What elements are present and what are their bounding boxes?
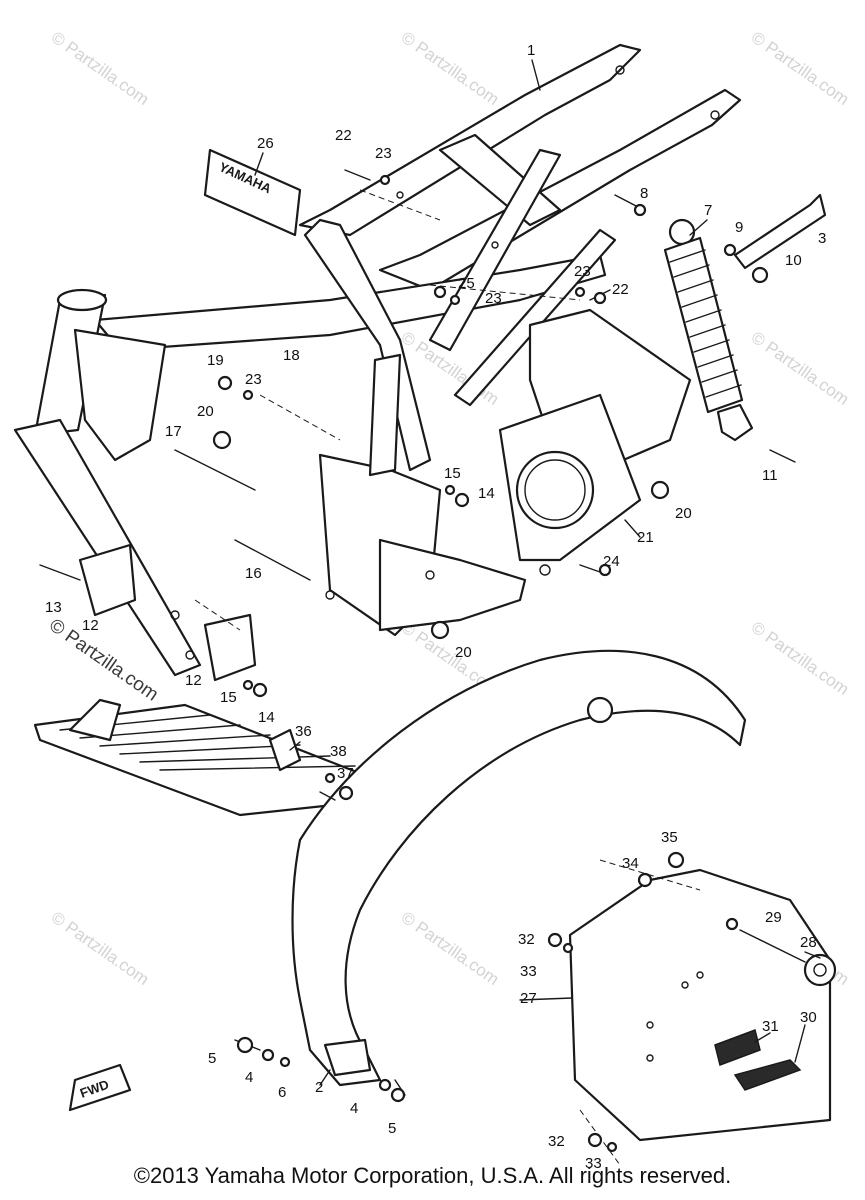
callout-14: 14 [258,709,275,726]
watermark: © Partzilla.com [748,328,853,409]
callout-32: 32 [518,931,535,948]
callout-23: 23 [574,263,591,280]
callout-29: 29 [765,909,782,926]
bracket-part-3 [733,193,827,270]
callout-11: 11 [762,467,778,484]
callout-2: 2 [315,1079,323,1096]
air-box-part-21 [498,308,692,576]
callout-18: 18 [283,347,300,364]
tank-emblem-part-26: YAMAHA [203,148,302,237]
callout-37: 37 [337,765,354,782]
callout-27: 27 [520,990,537,1007]
callout-7: 7 [704,202,712,219]
frame-part-1 [13,43,742,677]
watermark: © Partzilla.com [748,618,853,699]
footboard [33,698,392,817]
callout-21: 21 [637,529,654,546]
side-cover-part-27 [568,868,832,1142]
watermark: © Partzilla.com [398,28,503,109]
callout-20: 20 [197,403,214,420]
callout-3: 3 [818,230,826,247]
callout-25: 25 [458,275,475,292]
callout-20: 20 [675,505,692,522]
callout-6: 6 [278,1084,286,1101]
callout-8: 8 [640,185,648,202]
rear-fender-part-2 [291,649,747,1087]
callout-23: 23 [375,145,392,162]
callout-12: 12 [82,617,99,634]
callout-5: 5 [208,1050,216,1067]
callout-28: 28 [800,934,817,951]
callout-5: 5 [388,1120,396,1137]
callouts: 1 2 3 4 4 5 5 6 7 8 9 10 11 12 12 13 14 … [45,42,826,1172]
callout-36: 36 [295,723,312,740]
fwd-arrow: FWD [68,1063,132,1112]
watermark: © Partzilla.com [48,28,153,109]
callout-32: 32 [548,1133,565,1150]
plate-part-12 [78,543,137,617]
callout-34: 34 [622,855,639,872]
callout-33: 33 [520,963,537,980]
watermark: © Partzilla.com [398,908,503,989]
watermark: © Partzilla.com [48,908,153,989]
callout-9: 9 [735,219,743,236]
callout-22: 22 [335,127,352,144]
emblem-part-31 [714,1029,761,1066]
callout-4: 4 [245,1069,253,1086]
callout-19: 19 [207,352,224,369]
hardware [212,174,769,1153]
plate-part-12 [203,613,257,682]
callout-26: 26 [257,135,274,152]
callout-1: 1 [527,42,535,59]
callout-15: 15 [220,689,237,706]
callout-33: 33 [585,1155,602,1172]
callout-15: 15 [444,465,461,482]
callout-4: 4 [350,1100,358,1117]
knob-part-28 [739,929,837,987]
callout-24: 24 [603,553,620,570]
callout-30: 30 [800,1009,817,1026]
callout-38: 38 [330,743,347,760]
callout-14: 14 [478,485,495,502]
callout-35: 35 [661,829,678,846]
callout-16: 16 [245,565,262,582]
shock-absorber-part-7 [663,218,754,442]
callout-20: 20 [455,644,472,661]
watermark: © Partzilla.com [748,28,853,109]
leader-lines [254,59,821,1086]
callout-31: 31 [762,1018,779,1035]
callout-23: 23 [245,371,262,388]
callout-23: 23 [485,290,502,307]
callout-10: 10 [785,252,802,269]
callout-13: 13 [45,599,62,616]
emblem-part-30 [733,1059,802,1091]
callout-17: 17 [165,423,182,440]
copyright-notice: ©2013 Yamaha Motor Corporation, U.S.A. A… [133,1163,732,1188]
callout-12: 12 [185,672,202,689]
callout-22: 22 [612,281,629,298]
